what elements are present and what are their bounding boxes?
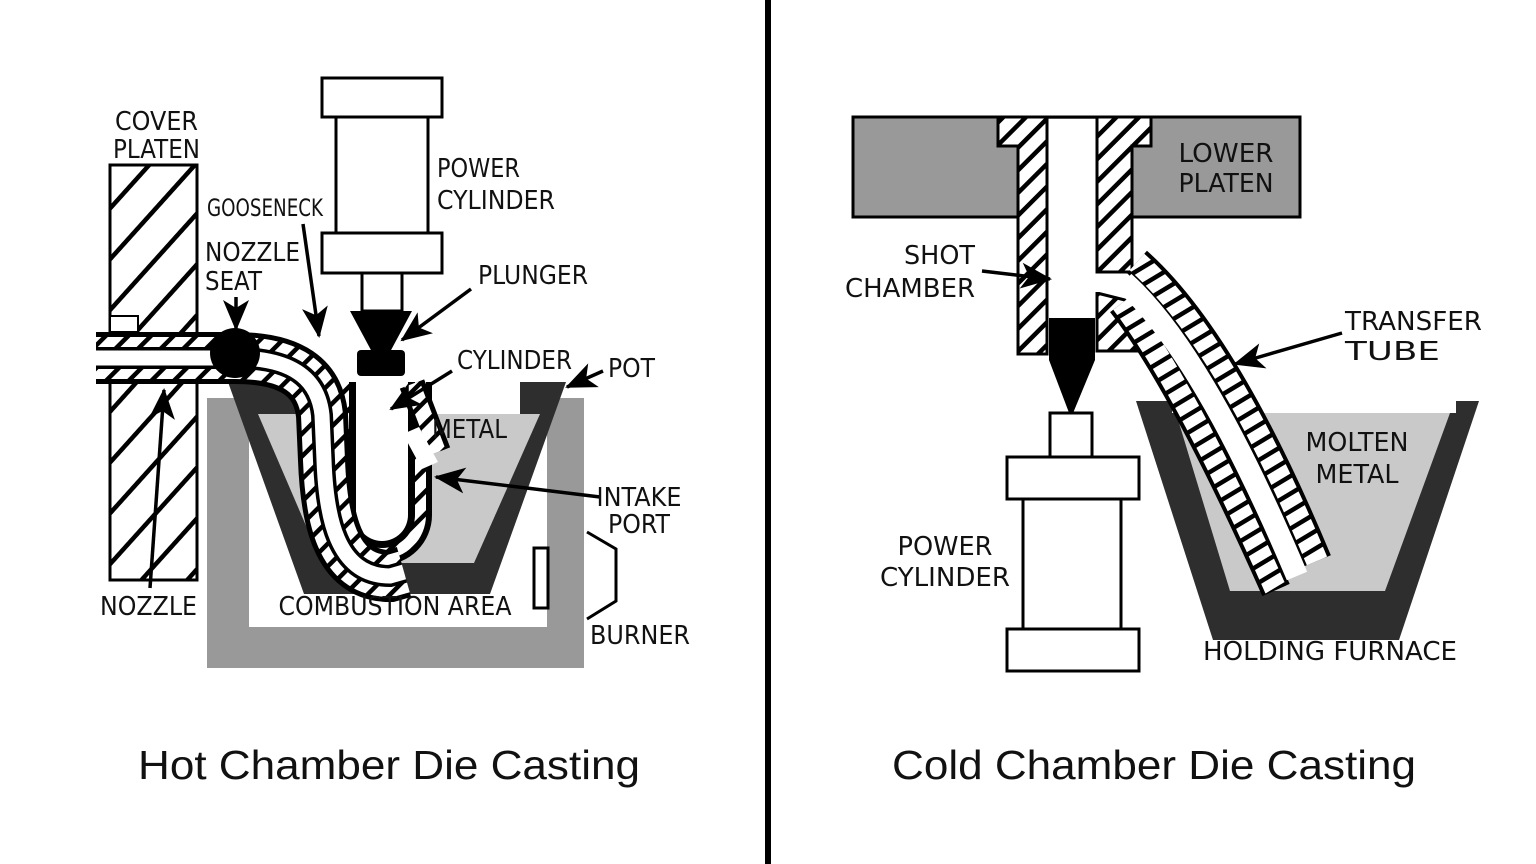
- burner-label: BURNER: [590, 621, 690, 651]
- transfer-tube-bore: [1116, 273, 1308, 581]
- burner-port-slot: [532, 546, 550, 610]
- gooseneck-channel: [96, 350, 407, 584]
- shot-chamber-arrow: [981, 262, 1052, 289]
- cylinder-label: CYLINDER: [457, 346, 572, 376]
- transfer-tube-arrow: [1233, 331, 1343, 369]
- cover-platen-label-1: COVER: [115, 107, 198, 137]
- plunger: [350, 311, 412, 352]
- pot-arrow: [565, 363, 604, 389]
- power-cylinder-flange: [320, 231, 444, 275]
- power-cylinder-cap: [320, 76, 444, 119]
- plunger-head: [1049, 318, 1095, 360]
- hot-chamber-diagram: COVER PLATEN GOOSENECK NOZZLE SEAT POWER…: [96, 76, 690, 788]
- power-cylinder-label-1: POWER: [437, 154, 520, 184]
- cover-platen-label-2: PLATEN: [113, 135, 200, 165]
- transfer-tube-label-2: TUBE: [1344, 337, 1440, 367]
- plunger-label: PLUNGER: [478, 261, 588, 291]
- shot-chamber-wall-right: [1095, 115, 1153, 274]
- gooseneck-arrow: [301, 223, 328, 338]
- hot-annotations: [148, 223, 604, 589]
- power-cylinder-label-2: CYLINDER: [880, 563, 1010, 593]
- holding-furnace-label: HOLDING FURNACE: [1203, 637, 1457, 667]
- pot-label: POT: [608, 354, 655, 384]
- power-cylinder-label-1: POWER: [898, 532, 993, 562]
- transfer-tube-wall-lower: [1113, 296, 1287, 595]
- cylinder-arrow: [389, 369, 453, 411]
- lower-platen-label-2: PLATEN: [1179, 169, 1274, 199]
- nozzle-arrow: [148, 388, 175, 589]
- nozzle-seat-label-2: SEAT: [205, 267, 262, 297]
- shot-chamber-label-1: SHOT: [904, 241, 975, 271]
- intake-port-label-1: INTAKE: [597, 483, 682, 513]
- intake-port: [403, 427, 438, 469]
- intake-port-arrow: [434, 467, 601, 499]
- power-cylinder-top-flange: [1005, 455, 1141, 501]
- power-cylinder-body: [1021, 497, 1123, 631]
- burner: [586, 530, 618, 621]
- intake-port-label-2: PORT: [608, 510, 670, 540]
- molten-metal-label-2: METAL: [1316, 460, 1399, 490]
- platen-notch: [109, 315, 139, 333]
- power-cylinder-body: [334, 115, 430, 235]
- metal-label: METAL: [432, 415, 507, 445]
- combustion-area-label: COMBUSTION AREA: [279, 592, 512, 622]
- nozzle-seat: [210, 328, 260, 378]
- gooseneck-label: GOOSENECK: [207, 194, 324, 222]
- nozzle-label: NOZZLE: [100, 592, 197, 622]
- power-cylinder-label-2: CYLINDER: [437, 186, 555, 216]
- transfer-tube-wall-upper: [1129, 253, 1328, 566]
- shot-chamber-bore: [1047, 119, 1097, 356]
- power-cylinder-rod: [1048, 411, 1094, 459]
- hot-chamber-title: Hot Chamber Die Casting: [138, 742, 640, 788]
- transfer-tube-label-1: TRANSFER: [1344, 307, 1482, 337]
- power-cylinder-bottom-flange: [1005, 627, 1141, 673]
- cold-chamber-title: Cold Chamber Die Casting: [892, 742, 1416, 788]
- divider-line: [765, 0, 771, 864]
- plunger-tip: [1049, 360, 1095, 418]
- power-cylinder-neck: [360, 271, 404, 313]
- molten-metal-label-1: MOLTEN: [1306, 428, 1409, 458]
- lower-platen-label-1: LOWER: [1179, 139, 1274, 169]
- plunger-piston: [357, 350, 405, 376]
- plunger-arrow: [400, 287, 473, 342]
- shot-chamber-label-2: CHAMBER: [845, 274, 975, 304]
- cold-annotations: [981, 262, 1343, 369]
- shot-chamber-wall-left: [996, 115, 1049, 356]
- nozzle-seat-label-1: NOZZLE: [205, 238, 300, 268]
- cold-chamber-diagram: LOWER PLATEN SHOT CHAMBER TRANSFER TUBE …: [845, 115, 1482, 788]
